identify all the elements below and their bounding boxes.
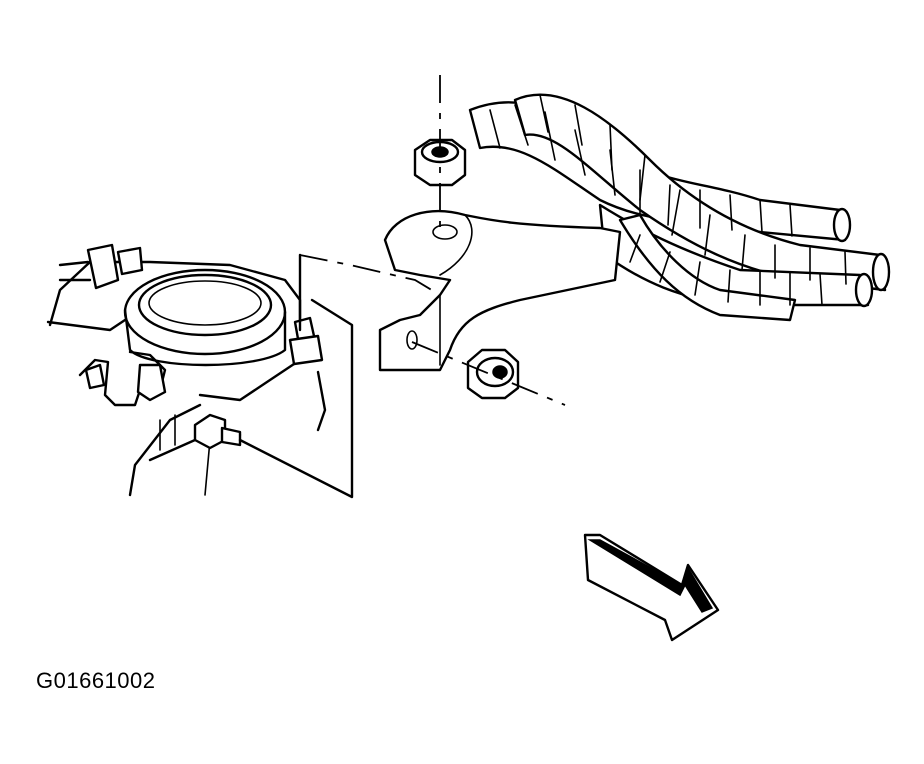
figure-id-label: G01661002 (36, 668, 156, 693)
sensor-connector (288, 316, 324, 366)
upper-nut (413, 138, 467, 187)
forward-arrow-icon (583, 533, 720, 642)
lower-bolt (193, 413, 242, 450)
side-nut (466, 348, 520, 400)
mounting-bracket (378, 210, 622, 372)
heater-hoses (468, 93, 891, 322)
throttle-body (46, 243, 327, 497)
leader-lines (238, 75, 566, 499)
